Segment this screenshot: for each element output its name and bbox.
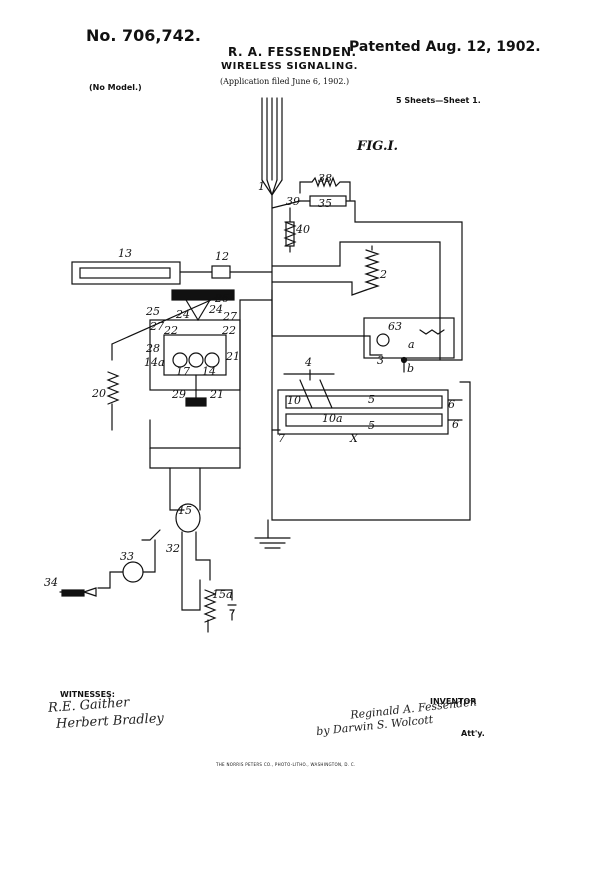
svg-text:b: b: [407, 362, 414, 375]
svg-text:10a: 10a: [322, 412, 343, 425]
wire-coil-loop: [271, 241, 441, 361]
inventor-name: R. A. FESSENDEN.: [228, 45, 357, 59]
svg-text:X: X: [349, 432, 359, 445]
svg-text:5: 5: [368, 393, 375, 406]
telephone-circuit: [59, 447, 241, 633]
lever-25: [106, 295, 221, 431]
receiver-5: [271, 369, 463, 435]
svg-text:14a: 14a: [144, 356, 165, 369]
svg-text:12: 12: [215, 250, 229, 263]
svg-text:27: 27: [222, 310, 237, 323]
svg-text:a: a: [408, 338, 415, 351]
svg-text:38: 38: [318, 172, 332, 185]
svg-text:3: 3: [377, 354, 384, 367]
svg-text:15a: 15a: [212, 588, 233, 601]
svg-text:7: 7: [278, 432, 285, 445]
svg-text:28: 28: [145, 342, 160, 355]
ground-symbol: [254, 381, 471, 549]
element-63: [363, 317, 455, 373]
svg-text:21: 21: [225, 350, 240, 363]
model-note: (No Model.): [89, 83, 142, 92]
reference-numerals: 1 2 3 4 5 5 6 6 7 10 10a 12 13 14 14a 15…: [44, 172, 459, 601]
coil-40: [283, 207, 297, 253]
antenna: [261, 97, 283, 431]
svg-text:2: 2: [379, 268, 387, 281]
svg-text:20: 20: [91, 387, 106, 400]
svg-text:21: 21: [209, 388, 224, 401]
svg-text:32: 32: [166, 542, 180, 555]
attorney-label: Att'y.: [461, 729, 485, 738]
svg-text:4: 4: [304, 356, 312, 369]
wire-to-63: [271, 289, 383, 356]
svg-text:35: 35: [318, 197, 332, 210]
svg-text:27: 27: [149, 320, 164, 333]
patent-date: Patented Aug. 12, 1902.: [349, 39, 541, 55]
sheet-note: 5 Sheets—Sheet 1.: [396, 96, 481, 105]
application-date: (Application filed June 6, 1902.): [220, 77, 350, 86]
patent-number: No. 706,742.: [86, 26, 201, 45]
svg-text:17: 17: [176, 365, 190, 378]
resistor-38: [271, 176, 356, 209]
svg-text:15: 15: [178, 504, 192, 517]
svg-text:29: 29: [171, 388, 186, 401]
svg-text:24: 24: [208, 303, 223, 316]
svg-text:33: 33: [120, 550, 134, 563]
svg-text:39: 39: [286, 195, 300, 208]
svg-text:63: 63: [388, 320, 402, 333]
element-13: [71, 261, 273, 285]
svg-text:6: 6: [448, 398, 455, 411]
svg-text:40: 40: [295, 223, 310, 236]
witnesses-label: WITNESSES:: [60, 690, 116, 699]
coil-2: [271, 245, 380, 296]
svg-text:6: 6: [452, 418, 459, 431]
svg-text:34: 34: [44, 576, 58, 589]
svg-text:5: 5: [368, 419, 375, 432]
inventor-label: INVENTOR: [430, 697, 477, 706]
figure-label: FIG.I.: [356, 139, 398, 154]
svg-text:1: 1: [258, 180, 265, 193]
svg-text:24: 24: [175, 308, 190, 321]
wire-top-right: [354, 200, 463, 361]
svg-text:10: 10: [287, 394, 301, 407]
patent-title: WIRELESS SIGNALING.: [221, 61, 359, 72]
svg-text:25: 25: [145, 305, 160, 318]
svg-text:14: 14: [202, 365, 216, 378]
svg-text:22: 22: [221, 324, 236, 337]
svg-text:26: 26: [214, 292, 229, 305]
printer-line: THE NORRIS PETERS CO., PHOTO-LITHO., WAS…: [216, 762, 356, 767]
svg-text:22: 22: [163, 324, 178, 337]
svg-text:13: 13: [118, 247, 132, 260]
